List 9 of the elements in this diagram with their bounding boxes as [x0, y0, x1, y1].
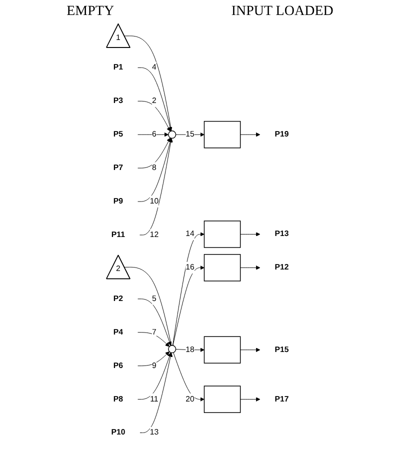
node-box — [204, 336, 241, 364]
node-circle — [168, 130, 176, 139]
note-label: EMPTY — [66, 4, 114, 20]
note-label: INPUT LOADED — [231, 4, 334, 20]
node-box — [204, 254, 241, 282]
node-box — [204, 386, 241, 413]
node-circle — [168, 345, 176, 354]
node-box — [204, 220, 241, 248]
node-box — [204, 120, 241, 148]
